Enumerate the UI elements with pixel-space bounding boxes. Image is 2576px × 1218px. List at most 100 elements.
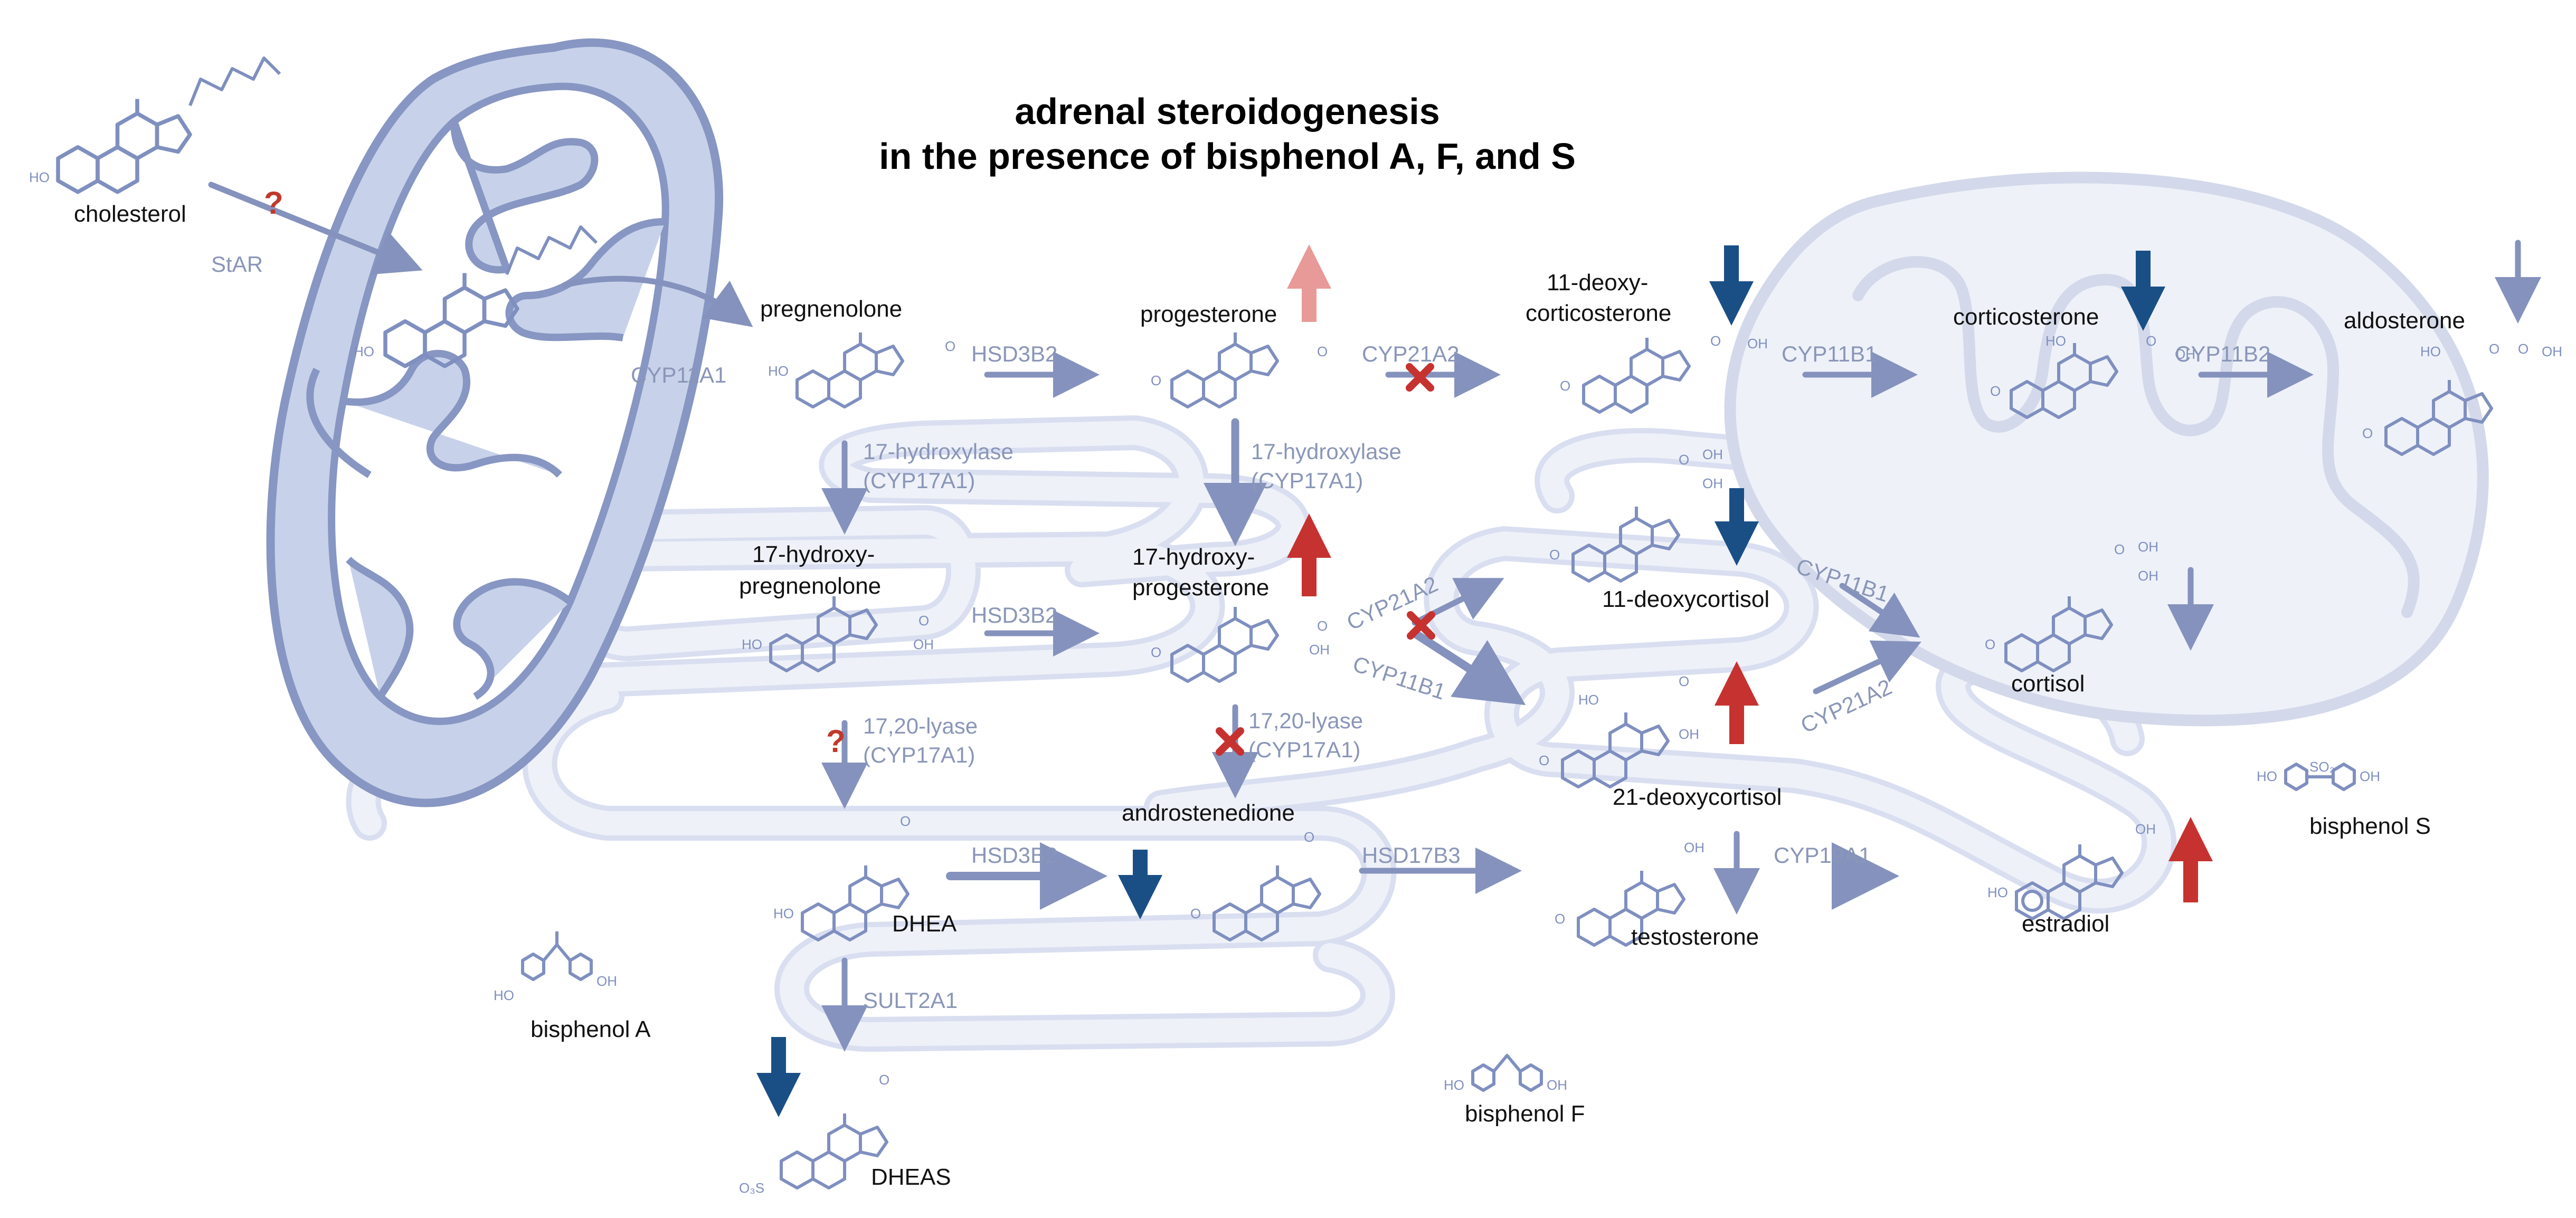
svg-text:O: O	[2362, 425, 2373, 441]
molecule-bisphenol-f: HO OH	[1444, 1054, 1567, 1093]
title-line-1: adrenal steroidogenesis	[1015, 91, 1439, 132]
svg-text:O: O	[945, 338, 955, 354]
effect-arrows	[756, 244, 2213, 1117]
enzyme-17-20-lyase-a-2: (CYP17A1)	[863, 743, 975, 767]
svg-text:HO: HO	[2257, 768, 2277, 784]
molecule-cholesterol-mito: HO	[354, 225, 598, 366]
svg-text:O: O	[1560, 378, 1570, 394]
title-line-2: in the presence of bisphenol A, F, and S	[879, 136, 1576, 177]
enzyme-cyp11b2: CYP11B2	[2175, 341, 2270, 366]
molecule-11-deoxycortisol: O O OH OH	[1549, 446, 1723, 581]
label-21-deoxycortisol: 21-deoxycortisol	[1613, 784, 1782, 810]
label-estradiol: estradiol	[2022, 911, 2109, 937]
enzyme-hsd3b2-2: HSD3B2	[971, 603, 1057, 627]
enzyme-17-20-lyase-a-1: 17,20-lyase	[863, 713, 978, 738]
inhibition-cross-icon	[1407, 611, 1435, 640]
molecule-progesterone: O O	[1151, 332, 1328, 407]
svg-text:HO: HO	[1987, 884, 2008, 900]
enzyme-hsd3b2-3: HSD3B2	[971, 843, 1057, 868]
atom-so2: SO₂	[2309, 759, 2335, 775]
svg-text:HO: HO	[1444, 1077, 1464, 1093]
svg-text:O: O	[900, 813, 911, 829]
svg-text:O: O	[918, 613, 929, 629]
label-dhea: DHEA	[892, 911, 957, 937]
svg-text:OH: OH	[1702, 475, 1723, 491]
svg-text:O: O	[1304, 829, 1314, 845]
label-aldosterone: aldosterone	[2344, 308, 2465, 334]
label-bisphenol-a: bisphenol A	[531, 1016, 651, 1042]
svg-text:O: O	[2146, 333, 2156, 349]
enzyme-17-hydroxylase-b-2: (CYP17A1)	[1251, 468, 1363, 493]
svg-text:O: O	[1555, 911, 1565, 927]
inhibition-marks	[1216, 363, 1435, 756]
svg-text:O: O	[1679, 452, 1689, 468]
label-testosterone: testosterone	[1631, 924, 1759, 950]
svg-text:OH: OH	[2138, 539, 2158, 555]
label-progesterone: progesterone	[1140, 301, 1277, 327]
label-17-hydroxypregnenolone-2: pregnenolone	[739, 573, 881, 599]
svg-text:HO: HO	[354, 344, 374, 359]
atom-ho: HO	[29, 169, 50, 185]
enzyme-cyp11b1-1: CYP11B1	[1782, 341, 1877, 366]
label-corticosterone: corticosterone	[1953, 304, 2099, 330]
svg-text:OH: OH	[1679, 726, 1699, 742]
label-dheas: DHEAS	[871, 1164, 951, 1190]
label-17-hydroxypregnenolone-1: 17-hydroxy-	[752, 541, 875, 567]
molecule-corticosterone: O HO O OH	[1990, 333, 2195, 417]
svg-text:O: O	[1985, 636, 1995, 652]
svg-text:O: O	[2518, 341, 2528, 357]
svg-text:HO: HO	[773, 906, 794, 921]
svg-text:OH: OH	[1547, 1077, 1567, 1093]
enzyme-hsd3b2-1: HSD3B2	[971, 341, 1057, 366]
label-cholesterol: cholesterol	[74, 201, 186, 227]
molecule-21-deoxycortisol: O HO O OH	[1539, 673, 1699, 787]
molecule-androstenedione: O O	[1190, 829, 1320, 940]
svg-text:OH: OH	[1684, 840, 1704, 855]
molecule-17-hydroxyprogesterone: O O OH	[1151, 607, 1330, 681]
molecule-dhea: HO O	[773, 813, 911, 940]
label-pregnenolone: pregnenolone	[760, 296, 902, 322]
molecule-cholesterol: HO	[29, 56, 281, 192]
compound-labels: cholesterol pregnenolone progesterone 11…	[74, 201, 2465, 1190]
svg-text:O: O	[1539, 753, 1549, 768]
molecule-pregnenolone: HO O	[768, 332, 955, 407]
label-17-hydroxyprogesterone-1: 17-hydroxy-	[1132, 544, 1255, 570]
svg-text:HO: HO	[2045, 333, 2066, 349]
label-11-deoxycorticosterone-2: corticosterone	[1526, 300, 1671, 326]
molecule-bisphenol-s: HO SO₂ OH	[2257, 759, 2380, 789]
svg-text:HO: HO	[1578, 692, 1599, 708]
label-bisphenol-s: bisphenol S	[2309, 813, 2431, 839]
inhibition-cross-icon	[1406, 363, 1434, 392]
svg-text:O: O	[1549, 547, 1560, 563]
enzyme-17-hydroxylase-a-2: (CYP17A1)	[863, 468, 975, 493]
svg-text:OH: OH	[1309, 642, 1330, 658]
svg-text:HO: HO	[2420, 344, 2441, 359]
molecule-testosterone: O OH	[1555, 840, 1704, 945]
atom-o3s: O₃S	[739, 1180, 764, 1196]
svg-text:O: O	[1151, 644, 1161, 660]
molecule-cortisol: O O OH OH	[1985, 539, 2158, 671]
svg-text:O: O	[2489, 341, 2499, 357]
enzyme-17-hydroxylase-a-1: 17-hydroxylase	[863, 439, 1014, 464]
label-cortisol: cortisol	[2011, 671, 2085, 697]
svg-text:O: O	[1990, 383, 2001, 399]
enzyme-17-20-lyase-b-1: 17,20-lyase	[1248, 708, 1363, 733]
enzyme-star: StAR	[211, 252, 263, 277]
enzyme-hsd17b3: HSD17B3	[1362, 843, 1461, 868]
svg-text:O: O	[1317, 618, 1328, 634]
label-11-deoxycorticosterone-1: 11-deoxy-	[1547, 270, 1648, 296]
inhibition-cross-icon	[1216, 727, 1244, 756]
unknown-marker-star: ?	[264, 185, 283, 221]
molecule-17-hydroxypregnenolone: HO O OH	[742, 596, 934, 671]
molecule-dheas: O₃S O	[739, 1072, 889, 1196]
enzyme-cyp21a2-1: CYP21A2	[1362, 341, 1459, 366]
svg-text:O: O	[1317, 344, 1328, 359]
svg-text:HO: HO	[742, 636, 762, 652]
svg-text:OH: OH	[2360, 768, 2380, 784]
enzyme-17-hydroxylase-b-1: 17-hydroxylase	[1251, 439, 1401, 464]
label-11-deoxycortisol: 11-deoxycortisol	[1602, 586, 1769, 612]
enzyme-sult2a1: SULT2A1	[863, 988, 958, 1013]
svg-text:OH: OH	[2542, 344, 2562, 359]
svg-text:OH: OH	[1702, 446, 1723, 462]
